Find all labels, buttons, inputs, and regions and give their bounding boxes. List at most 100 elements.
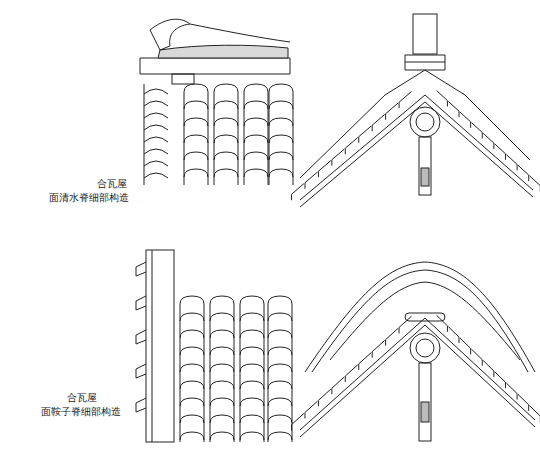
pan-tile [144,101,168,106]
strut-block [421,402,429,422]
tile-step [318,161,331,178]
tile-step [495,144,506,160]
tile-step [471,349,482,366]
ridge-mortar-outline [300,70,530,178]
cover-tile [184,135,208,143]
tile-step [437,315,448,332]
cover-tile-sides [268,304,292,442]
pan-tile [144,149,168,154]
tile-step [483,360,494,377]
roll-line [405,62,445,63]
cover-tile [180,381,204,389]
cover-tile [180,313,204,321]
tile-step [495,372,506,389]
tile-step [483,133,494,149]
ridge-purlin [410,107,440,137]
tile-step [345,138,358,155]
tile-step [332,377,345,394]
cover-tile [268,313,292,321]
arch-tile-inner [312,270,528,372]
pan-tile [144,89,168,94]
cover-tile-sides [180,304,204,442]
cover-tile-sides [210,304,234,442]
cover-tile [210,296,234,304]
tower-tile [136,296,146,310]
cover-tile [244,152,268,160]
purlin-ring [416,113,434,131]
cover-tile [210,364,234,372]
cover-tile [214,152,238,160]
cover-tile [180,398,204,406]
cover-tile [240,296,264,304]
ridge-body [140,58,290,74]
cover-tile [240,313,264,321]
tile-step [448,101,459,117]
cover-tile [240,381,264,389]
tile-step [305,401,318,418]
cover-tile [214,135,238,143]
tile-step [460,338,471,355]
cover-tile [268,432,292,440]
cover-tile [210,398,234,406]
cover-tile [240,347,264,355]
cover-tile [244,101,268,109]
arch-tile-outer [305,262,535,372]
cover-tile [244,118,268,126]
pan-tile [144,173,168,178]
ridge-elevation-bottom [136,250,292,442]
cover-tile [240,330,264,338]
cover-tile [269,169,293,177]
tower-tile [136,398,146,412]
cover-tile [180,347,204,355]
cover-tile [268,296,292,304]
tile-step [399,92,412,109]
cover-tile [268,381,292,389]
ridge-strut [419,137,431,195]
figure-caption: 合瓦屋 [96,178,128,190]
tile-step [530,176,540,192]
cover-tile [268,364,292,372]
cover-tile [214,101,238,109]
cover-tile [180,432,204,440]
cover-tile-sides [184,92,208,185]
cover-tile [269,118,293,126]
cover-tile [244,84,268,92]
tower-tile [136,262,146,276]
cover-tile [269,84,293,92]
cover-tile [210,415,234,423]
cover-tile [210,313,234,321]
tile-step [471,123,482,139]
cover-tile [269,152,293,160]
cover-tile [180,364,204,372]
cover-tile [269,101,293,109]
cover-tile [269,135,293,143]
cover-tile [184,118,208,126]
ridge-elevation-top [140,19,293,185]
tile-step [460,112,471,128]
ridge-section-top [292,14,540,207]
cover-tile-sides [269,92,293,185]
tile-step [292,184,305,201]
tile-step [530,406,540,423]
cover-tile [184,152,208,160]
ridge-ornament-line [190,24,290,42]
ridge-purlin [410,333,440,363]
cover-tile [180,330,204,338]
tile-step [386,328,399,345]
cover-tile [210,381,234,389]
ridge-mortar [158,45,288,58]
pan-tile [144,125,168,130]
ridge-post [413,14,437,54]
cover-tile [268,330,292,338]
tile-step [518,165,529,181]
ridge-roll [405,55,445,70]
purlin-ring [416,339,434,357]
ridge-strut [419,363,431,441]
strut-block [421,168,429,186]
arch-mortar [330,282,520,360]
cover-tile [240,415,264,423]
tower-tile [136,364,146,378]
tile-step [506,155,517,171]
cover-tile [184,101,208,109]
cover-tile [240,364,264,372]
